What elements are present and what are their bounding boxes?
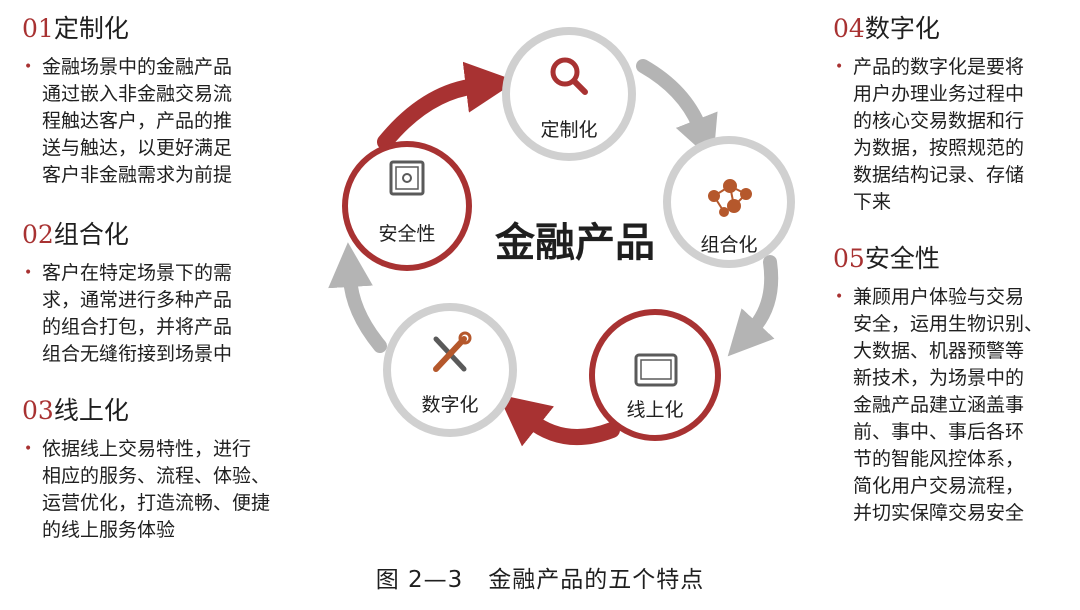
section-line: 金融场景中的金融产品 — [42, 56, 233, 78]
section-number: 01 — [22, 14, 54, 43]
arrow-customize-to-combine — [636, 59, 718, 162]
arrow-combine-to-online — [727, 255, 779, 357]
section-title: 线上化 — [53, 396, 129, 425]
network-icon — [708, 179, 752, 217]
section-line: 的核心交易数据和行 — [853, 110, 1025, 132]
section-heading: 05安全性 — [833, 244, 1043, 274]
section-heading: 02组合化 — [22, 220, 232, 250]
node-digital: 数字化 — [383, 303, 517, 437]
section-line: 兼顾用户体验与交易 — [853, 286, 1025, 308]
section-line: 程触达客户，产品的推 — [42, 110, 233, 132]
section-number: 05 — [833, 244, 865, 273]
section-line: 新技术，为场景中的 — [853, 367, 1025, 389]
node-label-digital: 数字化 — [421, 394, 478, 416]
tools-icon — [433, 331, 472, 372]
bullet-icon: • — [24, 265, 33, 281]
section-line: 通过嵌入非金融交易流 — [42, 83, 233, 105]
section-line: 并切实保障交易安全 — [853, 502, 1025, 524]
tablet-icon — [634, 353, 678, 387]
section-line: 的组合打包，并将产品 — [42, 316, 233, 338]
section-line: 依据线上交易特性，进行 — [42, 438, 252, 460]
section-line: 用户办理业务过程中 — [853, 83, 1025, 105]
section-01: 01定制化 • 金融场景中的金融产品 通过嵌入非金融交易流 程触达客户，产品的推… — [22, 14, 232, 189]
section-line: 客户非金融需求为前提 — [42, 164, 233, 186]
section-line: 组合无缝衔接到场景中 — [42, 343, 233, 365]
node-label-combine: 组合化 — [700, 234, 757, 256]
search-icon — [550, 57, 588, 95]
center-title: 金融产品 — [494, 220, 655, 266]
section-heading: 01定制化 — [22, 14, 232, 44]
section-line: 下来 — [853, 191, 892, 213]
section-number: 02 — [22, 220, 54, 249]
section-line: 简化用户交易流程， — [853, 475, 1025, 497]
section-heading: 04数字化 — [833, 14, 1024, 44]
figure-caption: 图 2—3 金融产品的五个特点 — [375, 567, 705, 593]
section-number: 03 — [22, 396, 54, 425]
safe-icon — [389, 160, 425, 196]
section-title: 定制化 — [53, 14, 129, 43]
section-line: 的线上服务体验 — [42, 519, 176, 541]
node-online: 线上化 — [589, 309, 721, 441]
node-customize: 定制化 — [502, 27, 636, 161]
bullet-icon: • — [835, 289, 844, 305]
section-04: 04数字化 • 产品的数字化是要将 用户办理业务过程中 的核心交易数据和行 为数… — [833, 14, 1024, 216]
section-heading: 03线上化 — [22, 396, 270, 426]
section-line: 为数据，按照规范的 — [853, 137, 1025, 159]
arrow-security-to-customize — [377, 61, 517, 150]
section-line: 安全，运用生物识别、 — [853, 313, 1044, 335]
section-title: 组合化 — [53, 220, 129, 249]
node-combine: 组合化 — [663, 136, 795, 268]
bullet-icon: • — [24, 441, 33, 457]
section-line: 前、事中、事后各环 — [853, 421, 1025, 443]
node-label-customize: 定制化 — [540, 119, 597, 141]
section-body: • 依据线上交易特性，进行 相应的服务、流程、体验、 运营优化，打造流畅、便捷 … — [22, 436, 270, 544]
section-line: 金融产品建立涵盖事 — [853, 394, 1025, 416]
section-title: 安全性 — [864, 244, 940, 273]
section-05: 05安全性 • 兼顾用户体验与交易 安全，运用生物识别、 大数据、机器预警等 新… — [833, 244, 1043, 527]
section-body: • 产品的数字化是要将 用户办理业务过程中 的核心交易数据和行 为数据，按照规范… — [833, 54, 1024, 216]
section-number: 04 — [833, 14, 865, 43]
section-line: 节的智能风控体系， — [853, 448, 1025, 470]
section-line: 相应的服务、流程、体验、 — [42, 465, 271, 487]
section-line: 产品的数字化是要将 — [853, 56, 1025, 78]
section-03: 03线上化 • 依据线上交易特性，进行 相应的服务、流程、体验、 运营优化，打造… — [22, 396, 270, 544]
section-body: • 金融场景中的金融产品 通过嵌入非金融交易流 程触达客户，产品的推 送与触达，… — [22, 54, 232, 189]
section-line: 运营优化，打造流畅、便捷 — [42, 492, 271, 514]
node-label-online: 线上化 — [626, 399, 683, 421]
section-02: 02组合化 • 客户在特定场景下的需 求，通常进行多种产品 的组合打包，并将产品… — [22, 220, 232, 368]
section-line: 大数据、机器预警等 — [853, 340, 1025, 362]
section-line: 客户在特定场景下的需 — [42, 262, 233, 284]
cycle-diagram: 定制化 组合化 线上化 — [328, 27, 795, 447]
section-body: • 客户在特定场景下的需 求，通常进行多种产品 的组合打包，并将产品 组合无缝衔… — [22, 260, 232, 368]
node-security: 安全性 — [342, 141, 472, 271]
bullet-icon: • — [24, 59, 33, 75]
bullet-icon: • — [835, 59, 844, 75]
section-body: • 兼顾用户体验与交易 安全，运用生物识别、 大数据、机器预警等 新技术，为场景… — [833, 284, 1043, 527]
section-line: 送与触达，以更好满足 — [42, 137, 233, 159]
arrow-online-to-digital — [498, 394, 620, 447]
section-line: 求，通常进行多种产品 — [42, 289, 233, 311]
node-label-security: 安全性 — [378, 223, 435, 245]
arrow-digital-to-security — [328, 242, 387, 353]
section-line: 数据结构记录、存储 — [853, 164, 1025, 186]
section-title: 数字化 — [864, 14, 940, 43]
